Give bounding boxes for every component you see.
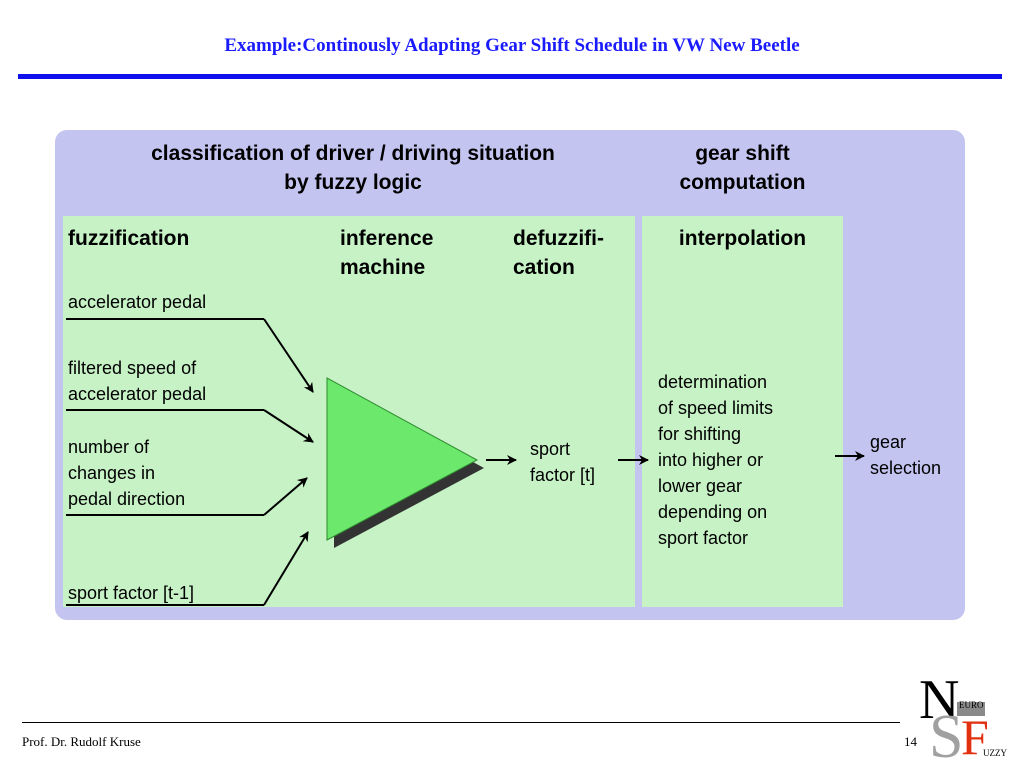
filtered-line2: accelerator pedal <box>68 384 207 404</box>
logo-euro: EURO <box>959 700 984 710</box>
inference-line2: machine <box>340 256 426 279</box>
determination-line: of speed limits <box>658 398 774 418</box>
page-number: 14 <box>904 734 917 749</box>
determination-line: into higher or <box>658 450 764 470</box>
title-underline <box>18 74 1002 79</box>
input-arrow-2 <box>263 409 314 443</box>
rule-base-triangle <box>326 377 479 541</box>
determination-text: determination of speed limits for shifting… <box>658 369 773 551</box>
classification-header-line1: classification of driver / driving situa… <box>151 142 555 165</box>
gear-shift-header: gear shift computation <box>642 139 843 197</box>
gear-shift-header-line1: gear shift <box>695 142 790 165</box>
changes-line3: pedal direction <box>68 489 186 509</box>
sport-factor-line2: factor [t] <box>530 465 596 485</box>
logo-uzzy: UZZY <box>983 748 1007 758</box>
sport-factor-line1: sport <box>530 439 571 459</box>
determination-line: sport factor <box>658 528 749 548</box>
changes-line1: number of <box>68 437 150 457</box>
interpolation-box <box>642 216 843 607</box>
determination-line: determination <box>658 372 768 392</box>
defuzzification-label: defuzzifi- cation <box>513 224 604 282</box>
gear-selection-label: gear selection <box>870 429 941 481</box>
inference-line1: inference <box>340 227 434 250</box>
defuzz-line2: cation <box>513 256 575 279</box>
filtered-line1: filtered speed of <box>68 358 197 378</box>
neuro-fuzzy-logo: N EURO S F UZZY <box>915 672 1010 771</box>
slide-title: Example:Continously Adapting Gear Shift … <box>224 35 800 56</box>
fuzzification-label: fuzzification <box>68 227 190 250</box>
footer-author: Prof. Dr. Rudolf Kruse <box>22 734 141 749</box>
determination-line: for shifting <box>658 424 742 444</box>
gear-shift-header-line2: computation <box>679 171 806 194</box>
classification-header-line2: by fuzzy logic <box>284 171 422 194</box>
sport-factor-label: sport factor [t] <box>530 436 595 488</box>
footer-rule <box>22 722 900 723</box>
input-arrow-3 <box>263 477 308 516</box>
gear-line2: selection <box>870 458 942 478</box>
determination-line: lower gear <box>658 476 743 496</box>
input-arrow-1 <box>263 318 314 393</box>
input-sport-factor-prev: sport factor [t-1] <box>68 583 195 603</box>
inference-machine-label: inference machine <box>340 224 433 282</box>
logo-s: S <box>929 703 964 771</box>
defuzz-line1: defuzzifi- <box>513 227 604 250</box>
input-accelerator-pedal: accelerator pedal <box>68 292 207 312</box>
interpolation-label: interpolation <box>678 227 807 250</box>
input-pedal-changes: number of changes in pedal direction <box>68 434 185 512</box>
input-filtered-speed: filtered speed of accelerator pedal <box>68 355 206 407</box>
gear-line1: gear <box>870 432 907 452</box>
logo-n: N <box>919 669 960 731</box>
logo-bar <box>957 702 985 716</box>
classification-header: classification of driver / driving situa… <box>63 139 643 197</box>
determination-line: depending on <box>658 502 768 522</box>
changes-line2: changes in <box>68 463 156 483</box>
logo-f: F <box>961 709 989 765</box>
input-arrow-4 <box>263 531 309 606</box>
